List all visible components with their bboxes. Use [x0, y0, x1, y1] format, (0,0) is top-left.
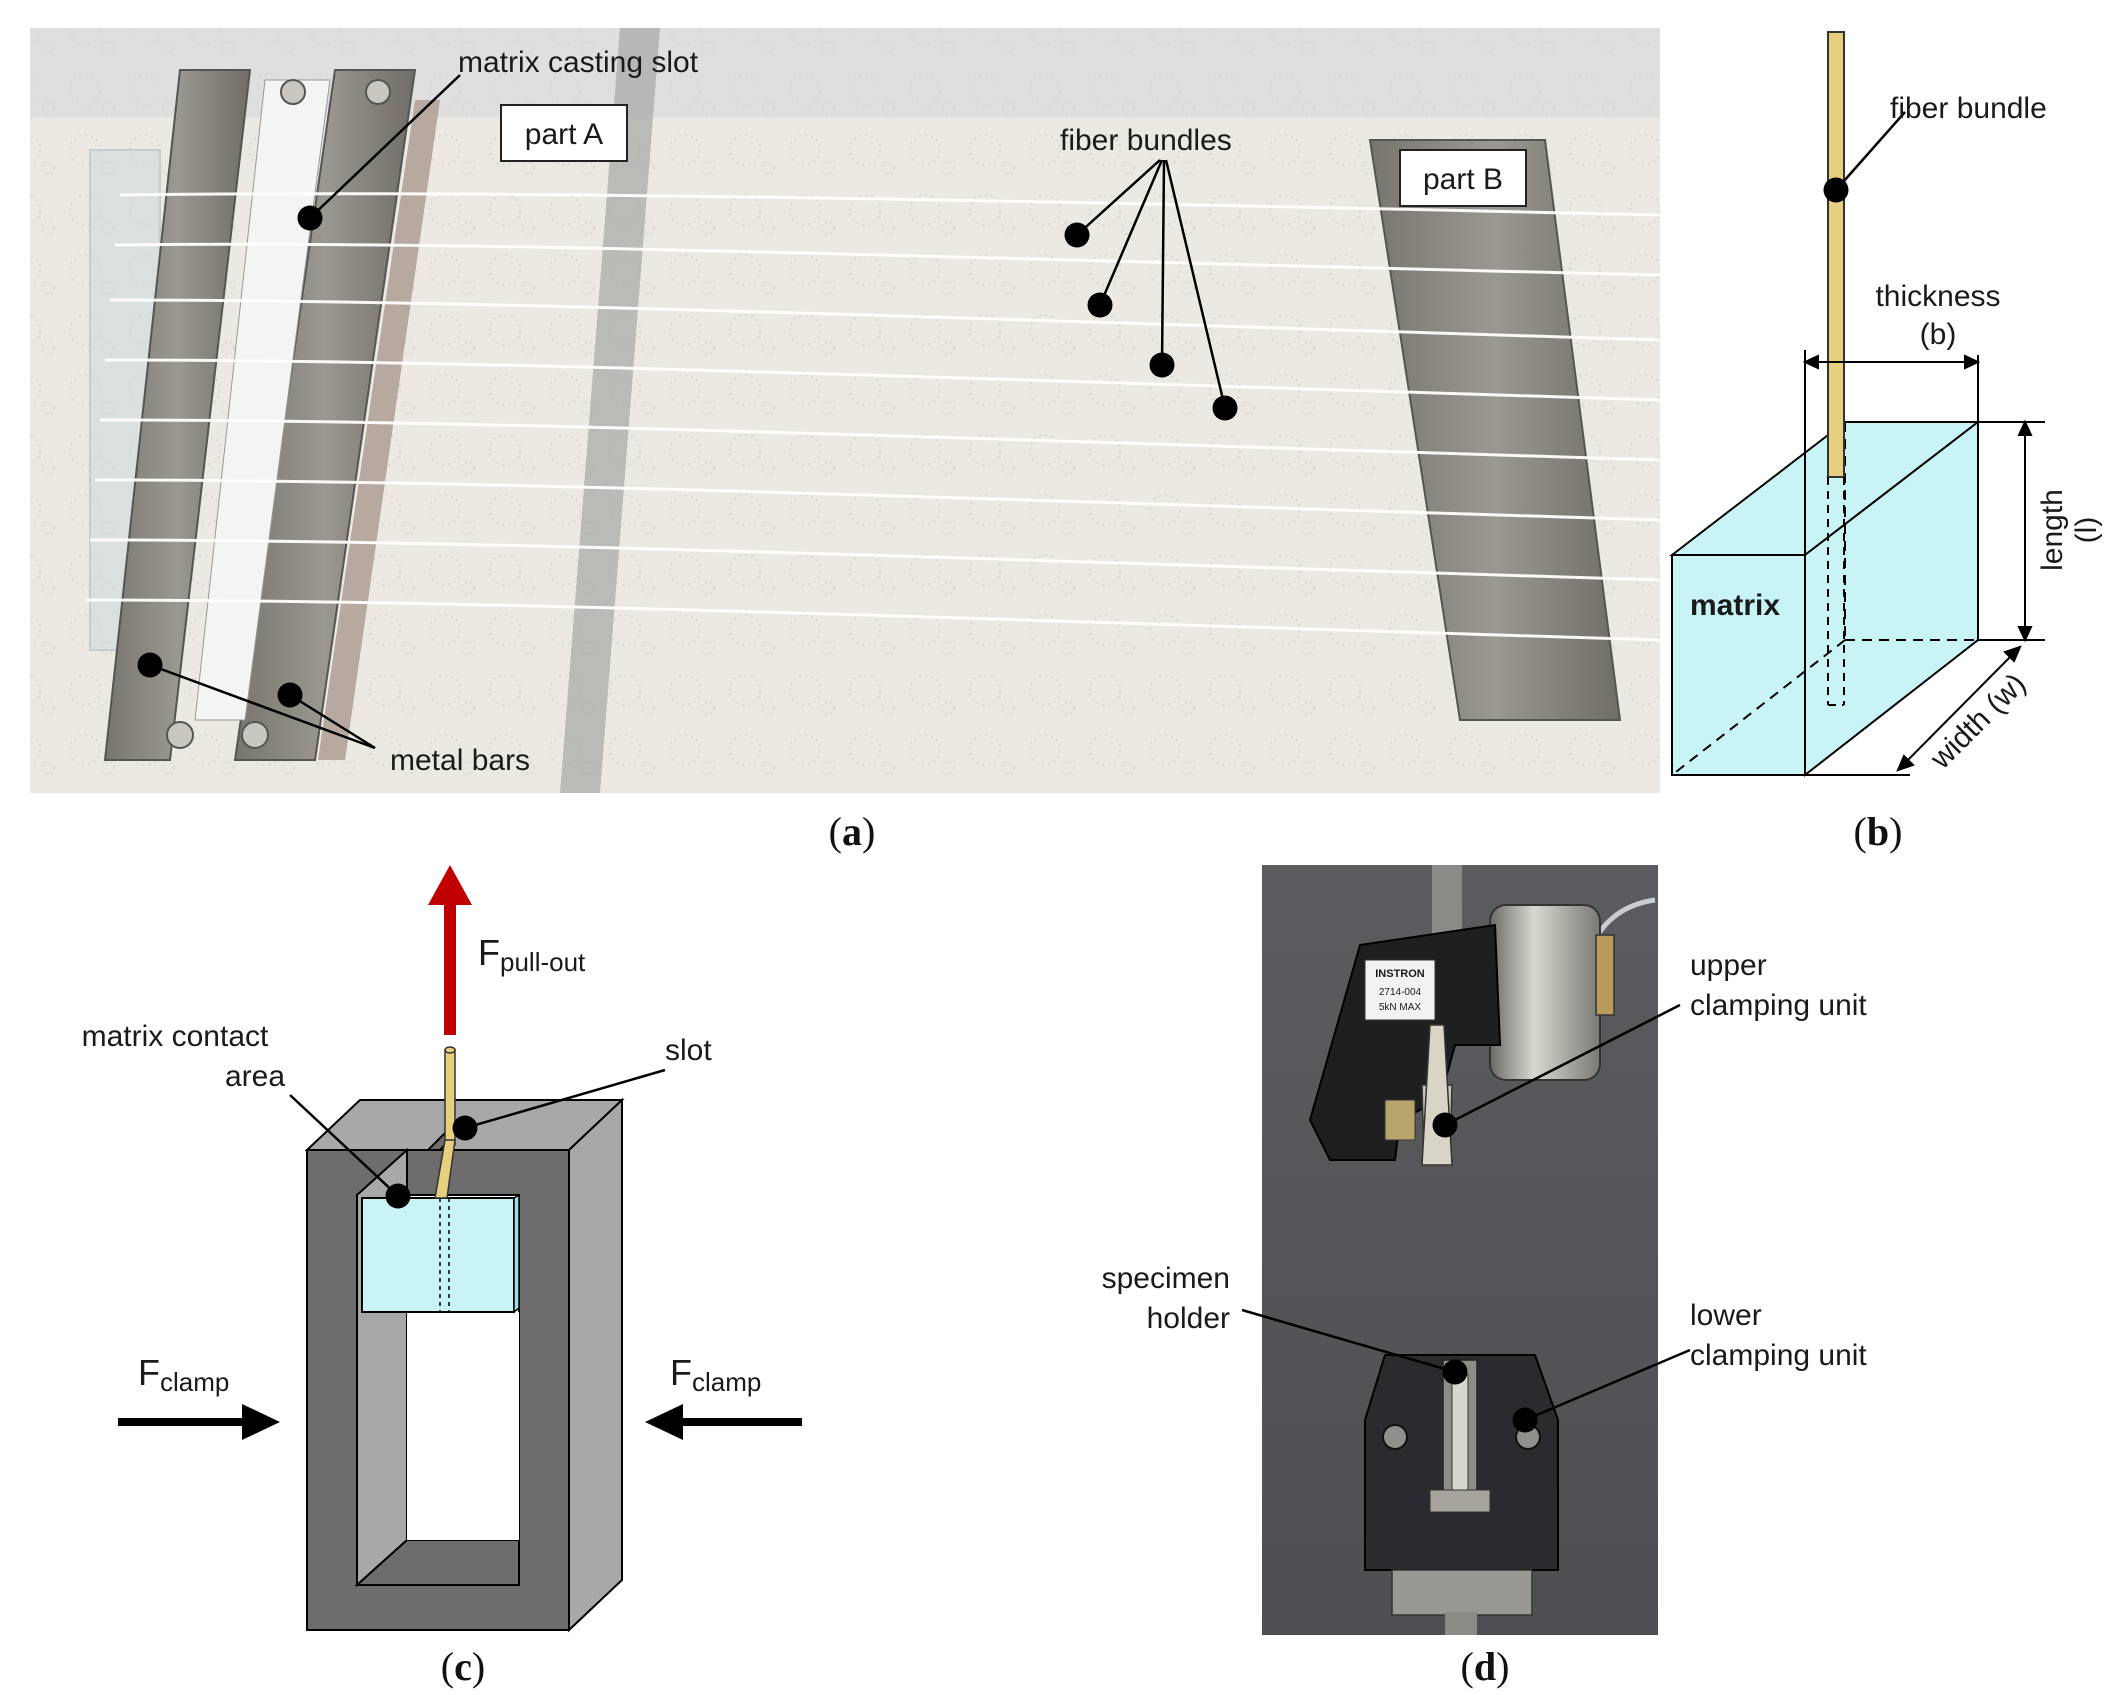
part-a-fixture [103, 28, 660, 793]
matrix-contact-leader [289, 1094, 411, 1209]
clamp-arrow-left [118, 1404, 280, 1440]
specimen-holder-leader [1241, 1308, 1468, 1385]
upper-label-2: clamping unit [1690, 989, 1867, 1022]
fiber-bundles [84, 192, 1661, 642]
upper-label-1: upper [1690, 949, 1767, 982]
matrix-label: matrix [1690, 589, 1780, 622]
matrix-contact-label-1: matrix contact [82, 1020, 269, 1053]
caption-b: (b) [1854, 809, 1903, 854]
fiber-bundle-label: fiber bundle [1890, 92, 2047, 125]
part-b-label: part B [1423, 163, 1503, 196]
lower-label-1: lower [1690, 1299, 1762, 1332]
part-b-metal-bar [1368, 139, 1622, 721]
clamp-force-label-left: Fclamp [138, 1352, 229, 1397]
width-label: width (w) [1923, 667, 2032, 776]
frame-top-face [304, 1099, 625, 1151]
lower-clamping-unit [1364, 1354, 1559, 1635]
clamp-arrow-right [645, 1404, 802, 1440]
lower-rod [1445, 1612, 1477, 1635]
screw-icon [365, 79, 391, 105]
fiber-embedded-dashed-c [439, 1198, 450, 1312]
u-frame [304, 1097, 625, 1633]
lower-unit-leader [1512, 1348, 1691, 1433]
base-plate-strip [318, 100, 440, 760]
caption-a: (a) [829, 809, 876, 854]
panel-c: Fpull-out Fclamp [82, 865, 802, 1689]
frame-opening [407, 1312, 519, 1540]
thickness-symbol: (b) [1920, 318, 1957, 351]
pullout-arrow-head [428, 865, 472, 905]
lower-label-2: clamping unit [1690, 1339, 1867, 1372]
upper-clamping-unit: INSTRON 2714-004 5kN MAX [1308, 904, 1615, 1166]
specimen-label-1: specimen [1102, 1262, 1230, 1295]
instron-capacity: 5kN MAX [1379, 1002, 1422, 1013]
panel-b: fiber bundle thickness (b) length (l) ma… [1669, 31, 2103, 854]
lower-screw-icon [1515, 1424, 1541, 1450]
caption-c: (c) [441, 1644, 485, 1689]
fiber-bundle-leader [1823, 111, 1906, 203]
length-label: length [2036, 489, 2069, 571]
screw-icon [166, 721, 194, 749]
lower-screw-icon [1382, 1424, 1408, 1450]
matrix-block-side [513, 1193, 520, 1314]
thickness-dimension [1802, 350, 1981, 555]
upper-unit-leader [1432, 1003, 1681, 1138]
length-symbol: (l) [2070, 517, 2103, 544]
matrix-block-front [361, 1197, 515, 1313]
specimen-label-2: holder [1147, 1302, 1230, 1335]
metal-bar-left [103, 69, 252, 761]
length-dimension [1978, 419, 2045, 643]
fiber-bundle-c [444, 1049, 456, 1146]
pullout-force-label: Fpull-out [478, 932, 586, 977]
panel-a: part A part B matrix casting slot fiber … [30, 28, 1661, 854]
width-dimension [1805, 639, 2030, 776]
matrix-contact-label-2: area [225, 1060, 285, 1093]
instron-plate [1364, 959, 1436, 1021]
fiber-bundle-rod [1827, 31, 1845, 478]
part-a-label: part A [525, 118, 603, 151]
cube-front-face [1671, 554, 1806, 776]
thickness-label: thickness [1875, 280, 2000, 313]
matrix-casting-slot-label: matrix casting slot [458, 46, 699, 79]
caption-d: (d) [1461, 1644, 1510, 1689]
panel-d: INSTRON 2714-004 5kN MAX upper clamping … [1102, 865, 1867, 1689]
clamp-force-label-right: Fclamp [670, 1352, 761, 1397]
instron-model: 2714-004 [1379, 987, 1422, 998]
casting-slot-white [194, 79, 331, 721]
screw-icon [280, 79, 306, 105]
slot-label: slot [665, 1034, 712, 1067]
screw-icon [241, 721, 269, 749]
fiber-top-end [444, 1046, 456, 1054]
slot-leader [452, 1068, 666, 1141]
metal-bars-label: metal bars [390, 744, 530, 777]
lower-base [1391, 1569, 1533, 1616]
part-b-box [1399, 149, 1527, 207]
part-a-box [500, 104, 628, 162]
frame-right-face [568, 1097, 623, 1633]
panel-a-leaders [137, 74, 1238, 750]
fiber-bundles-label: fiber bundles [1060, 124, 1232, 157]
fiber-embedded-dashed [1827, 477, 1845, 706]
glass-edge [560, 28, 660, 793]
instron-brand: INSTRON [1375, 968, 1425, 980]
